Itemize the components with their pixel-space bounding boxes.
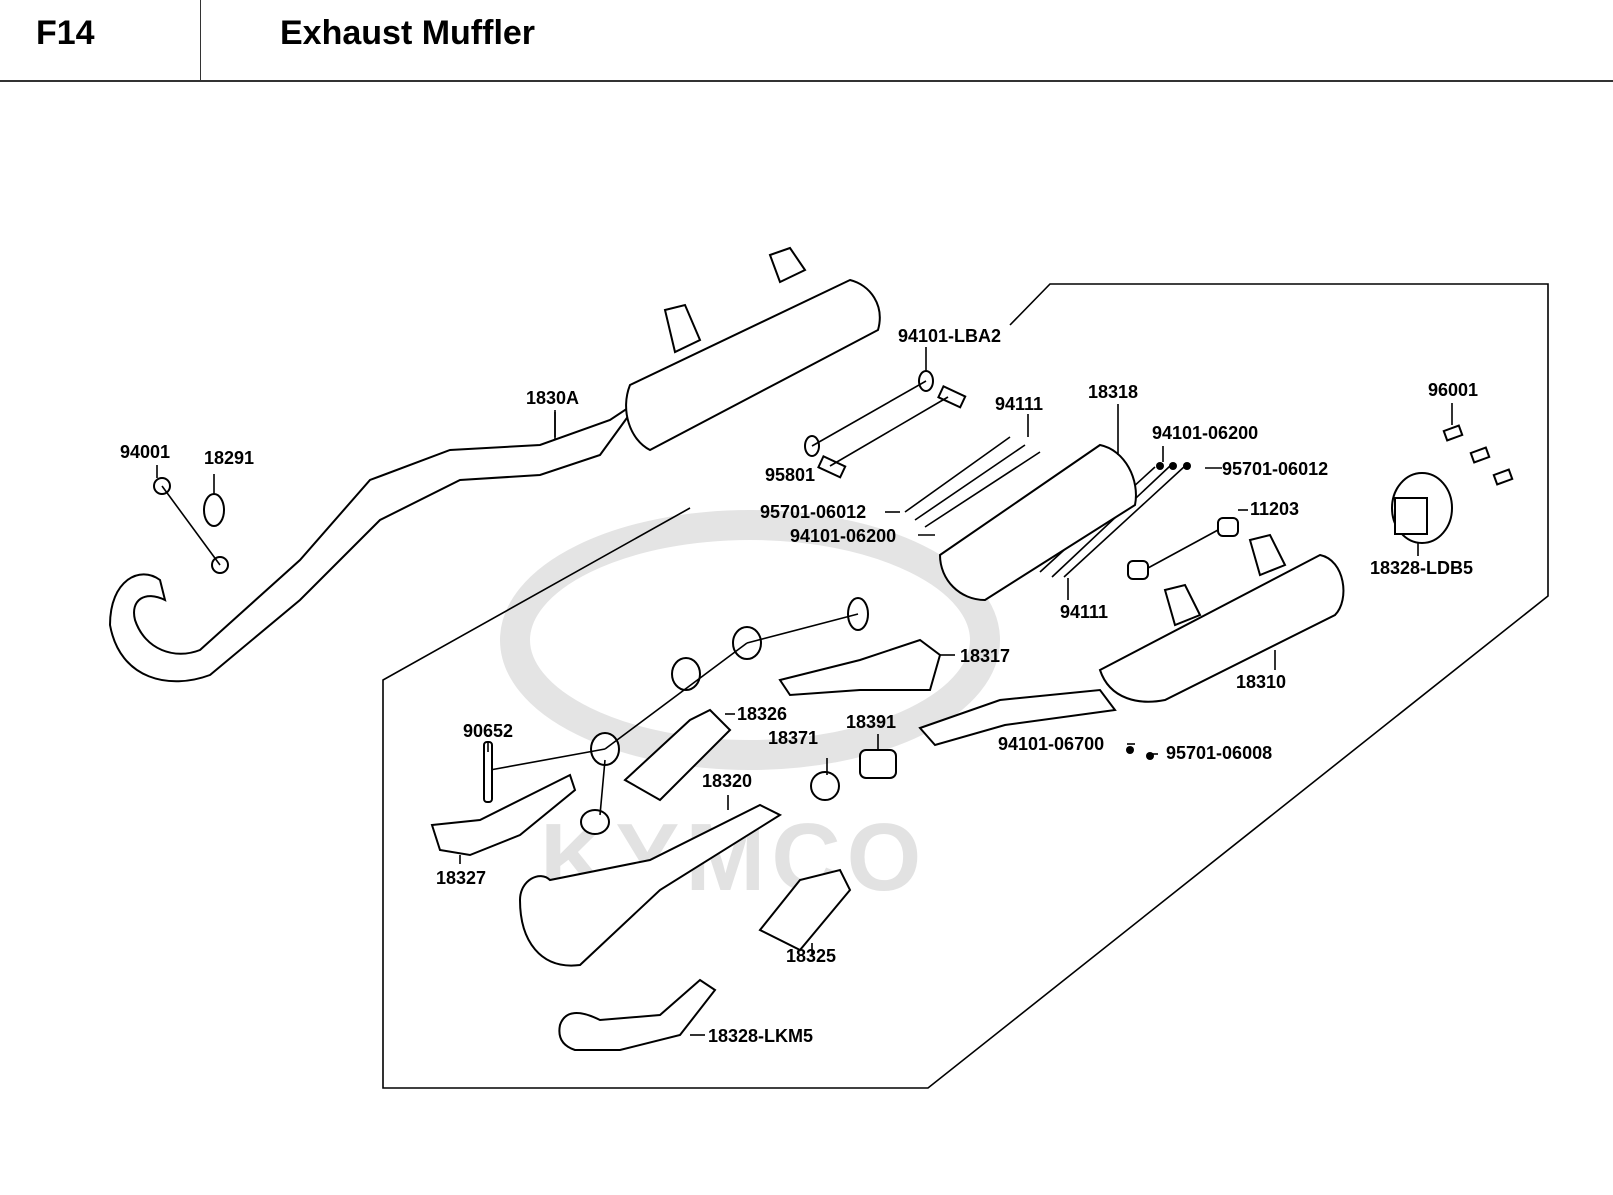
part-label: 94111 [1060,602,1108,622]
part-label: 95701-06012 [760,502,866,522]
part-label: 18325 [786,946,836,966]
part-label: 18318 [1088,382,1138,402]
part-label: 18391 [846,712,896,732]
part-label: 90652 [463,721,513,741]
page-header: F14 Exhaust Muffler [0,0,1613,82]
assembled-exhaust-system [108,246,881,683]
part-label: 11203 [1250,499,1299,519]
part-label: 18328-LKM5 [708,1026,813,1046]
part-label: 94111 [995,394,1043,414]
part-label: 95701-06012 [1222,459,1328,479]
page-title: Exhaust Muffler [280,14,536,52]
part-label: 18371 [768,728,818,748]
part-label: 18326 [737,704,787,724]
hardware-parts [153,370,1514,1051]
part-label: 1830A [526,388,579,408]
part-label: 96001 [1428,380,1478,400]
part-label: 18310 [1236,672,1286,692]
part-label: 18320 [702,771,752,791]
section-code: F14 [36,14,95,52]
part-label: 94101-06700 [998,734,1104,754]
part-label: 95801 [765,465,815,485]
section-code-cell: F14 [0,0,201,80]
part-label: 95701-06008 [1166,743,1272,763]
part-label: 94101-06200 [790,526,896,546]
leader-lines [156,347,1453,1036]
part-label: 18327 [436,868,486,888]
part-label: 94101-LBA2 [898,326,1001,346]
group-frame [382,283,1549,1089]
part-labels: 94001 18291 1830A 94101-LBA2 95801 94111… [120,326,1478,1046]
part-label: 18317 [960,646,1010,666]
part-label: 94001 [120,442,170,462]
part-label: 18291 [204,448,254,468]
part-label: 18328-LDB5 [1370,558,1473,578]
part-label: 94101-06200 [1152,423,1258,443]
